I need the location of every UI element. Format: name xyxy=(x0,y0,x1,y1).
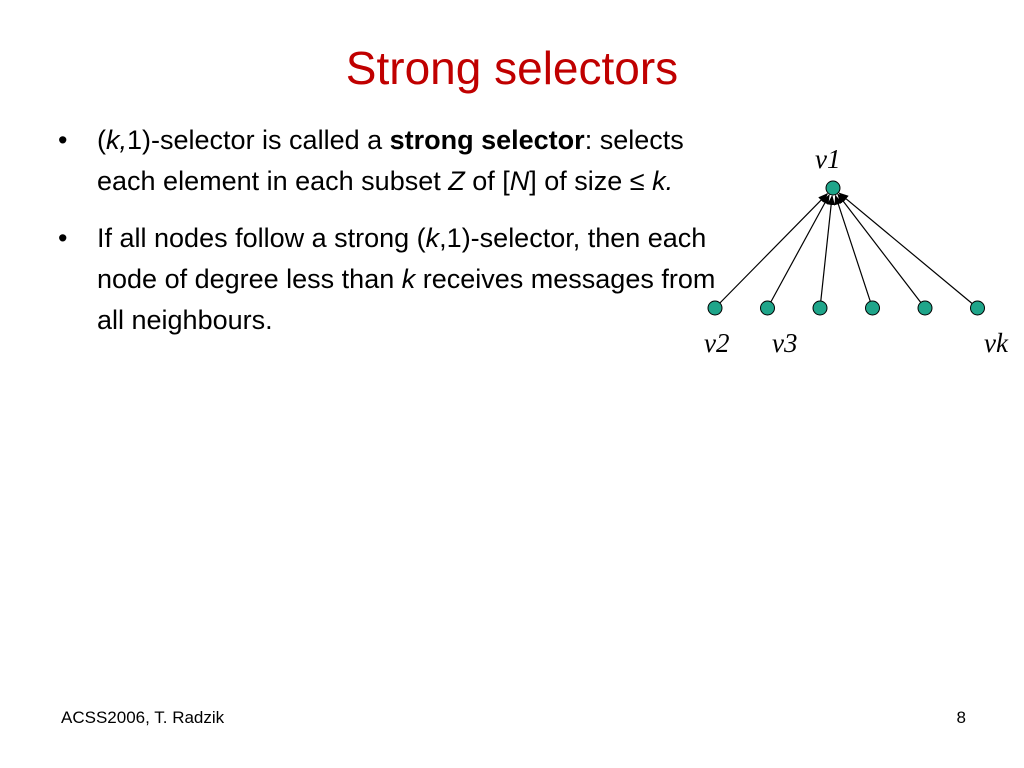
bullet-degree-statement: • If all nodes follow a strong (k,1)-sel… xyxy=(52,218,732,341)
node-label-v3: v3 xyxy=(772,328,797,358)
edge-3 xyxy=(820,195,836,302)
node-leaf-4 xyxy=(865,300,880,316)
text-of-size: ] of size ≤ xyxy=(529,166,653,196)
text-selector-called: 1)-selector is called a xyxy=(127,125,390,155)
node-label-v1: v1 xyxy=(815,144,840,174)
node-label-vk: vk xyxy=(984,328,1009,358)
star-graph-diagram: v1 v2 v3 vk xyxy=(704,144,1009,358)
edge-6 xyxy=(838,192,973,304)
text-k: k, xyxy=(106,125,128,155)
edge-4 xyxy=(834,194,871,302)
node-label-v2: v2 xyxy=(704,328,729,358)
text-receives-messages: receives messages from all neighbours. xyxy=(97,264,716,335)
edge-5 xyxy=(837,193,922,303)
bullet-marker: • xyxy=(58,125,68,155)
text-Z: Z xyxy=(448,166,465,196)
edge-1 xyxy=(719,192,829,304)
page-number: 8 xyxy=(956,708,966,727)
node-leaf-6 xyxy=(970,300,985,316)
slide-title: Strong selectors xyxy=(345,42,679,94)
nodes xyxy=(707,180,985,316)
text-then-each-node: ,1)-selector, then each node of degree l… xyxy=(97,223,707,294)
text-N: N xyxy=(509,166,530,196)
bullet-marker: • xyxy=(58,223,68,253)
bullet-strong-selector-definition: • (k,1)-selector is called a strong sele… xyxy=(52,120,732,202)
text-k: k xyxy=(425,223,440,253)
node-leaf-5 xyxy=(917,300,933,316)
text-of: of [ xyxy=(464,166,510,196)
node-leaf-1 xyxy=(707,300,723,316)
text-strong-selector: strong selector xyxy=(389,125,585,155)
text-k-degree: k xyxy=(401,264,416,294)
text-open-paren: ( xyxy=(97,125,106,155)
node-center xyxy=(825,180,841,196)
text-k-end: k. xyxy=(652,166,674,196)
node-leaf-2 xyxy=(760,300,775,316)
footer-author: ACSS2006, T. Radzik xyxy=(61,708,225,727)
text-selects-each: : selects each element in each subset xyxy=(97,125,684,196)
bullet-list: • (k,1)-selector is called a strong sele… xyxy=(52,120,732,357)
text-if-all-nodes: If all nodes follow a strong ( xyxy=(97,223,426,253)
node-leaf-3 xyxy=(812,300,828,316)
edge-2 xyxy=(770,194,830,303)
edges xyxy=(719,192,973,304)
